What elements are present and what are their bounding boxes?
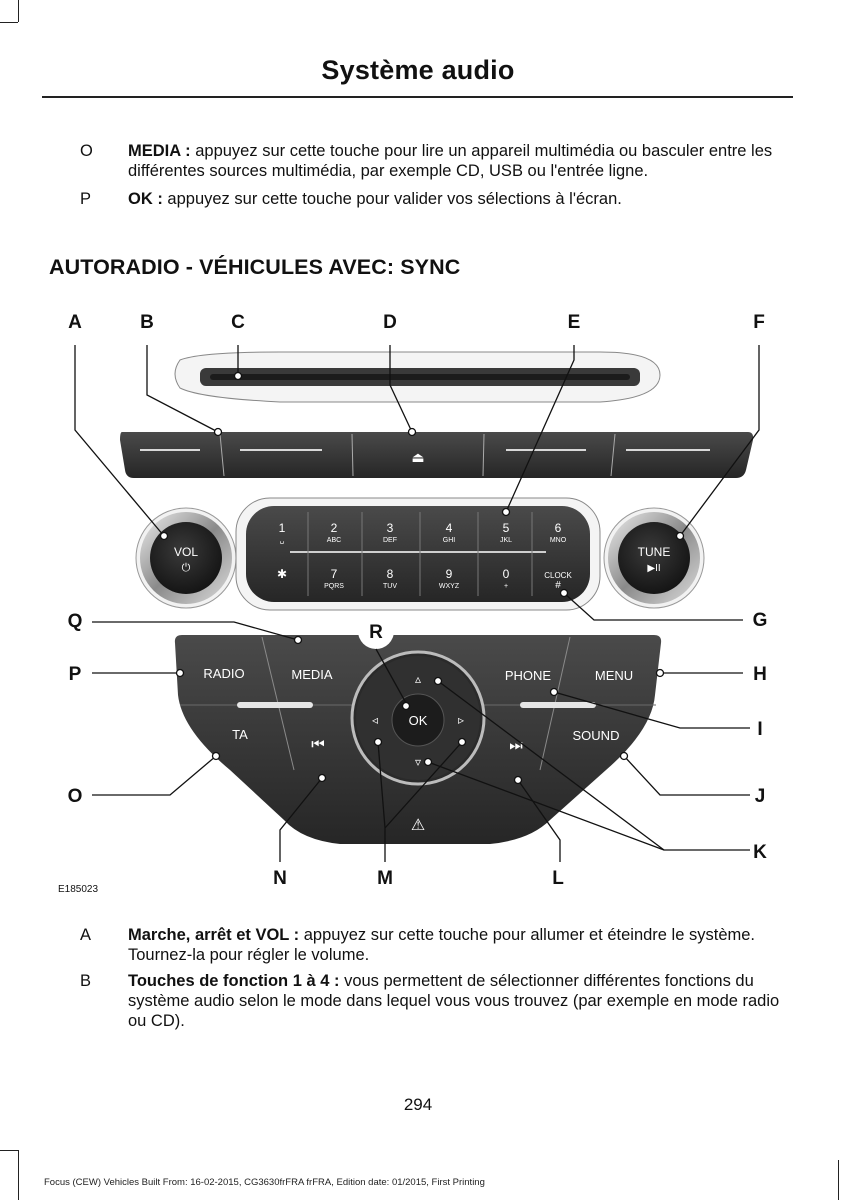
callout-q: Q	[68, 611, 83, 632]
audio-panel-figure: ⏏ VOL ⏻ TUNE ▶II 1␣2ABC3DEF4GHI5JKL6MNO✱…	[58, 312, 768, 895]
keypad-key-letters: DEF	[383, 537, 397, 544]
arrow-left-icon[interactable]: ◃	[372, 713, 378, 727]
definition-text: appuyez sur cette touche pour lire un ap…	[128, 142, 773, 180]
keypad-key-1[interactable]: 1	[279, 521, 286, 535]
keypad-key-7[interactable]: 7	[331, 567, 338, 581]
ok-button[interactable]: OK	[409, 713, 428, 728]
callout-r: R	[369, 622, 383, 643]
keypad-key-4[interactable]: 4	[446, 521, 453, 535]
definition-text: vous permettent de sélectionner différen…	[128, 972, 780, 1030]
definition-text: appuyez sur cette touche pour valider vo…	[162, 190, 622, 208]
callout-d: D	[383, 312, 397, 333]
keypad-key-letters: WXYZ	[439, 583, 460, 590]
hazard-icon[interactable]: ⚠	[411, 817, 425, 834]
tune-label: TUNE	[638, 545, 671, 559]
keypad-key-9[interactable]: 9	[446, 567, 453, 581]
keypad-key-letters: ␣	[280, 537, 284, 544]
arrow-right-icon[interactable]: ▹	[458, 713, 464, 727]
section-heading: AUTORADIO - VÉHICULES AVEC: SYNC	[49, 255, 461, 279]
phone-button[interactable]: PHONE	[505, 668, 552, 683]
definition-term: OK :	[128, 190, 163, 208]
crop-mark	[0, 1150, 18, 1151]
power-icon: ⏻	[182, 562, 191, 574]
radio-button[interactable]: RADIO	[203, 666, 244, 681]
keypad-key-letters: +	[504, 583, 508, 590]
keypad-key-star[interactable]: ✱	[277, 567, 287, 581]
definition-key: A	[80, 926, 92, 944]
callout-n: N	[273, 868, 287, 889]
title-rule	[42, 96, 793, 98]
callout-k: K	[753, 842, 767, 863]
vol-label: VOL	[174, 545, 198, 559]
definition-key: B	[80, 972, 92, 990]
keypad-key-6[interactable]: 6	[555, 521, 562, 535]
keypad-key-3[interactable]: 3	[387, 521, 394, 535]
control-cluster: RADIO MEDIA PHONE MENU TA SOUND ⏮ ⏭ OK ▵…	[174, 613, 662, 844]
crop-mark	[838, 1160, 839, 1200]
callout-b: B	[140, 312, 154, 333]
callout-o: O	[68, 786, 83, 807]
arrow-up-icon[interactable]: ▵	[415, 672, 421, 686]
crop-mark	[0, 22, 18, 23]
keypad-key-letters: JKL	[500, 537, 512, 544]
callout-j: J	[755, 786, 766, 807]
keypad-key-letters: GHI	[443, 537, 456, 544]
page-title: Système audio	[321, 55, 515, 85]
leader-lines	[74, 345, 760, 862]
keypad-key-0[interactable]: 0	[503, 567, 510, 581]
callout-l: L	[552, 868, 564, 889]
sound-button[interactable]: SOUND	[573, 728, 620, 743]
keypad-key-letters: ABC	[327, 537, 341, 544]
footer-text: Focus (CEW) Vehicles Built From: 16-02-2…	[44, 1177, 485, 1188]
callout-p: P	[69, 664, 82, 685]
definition-term: Marche, arrêt et VOL :	[128, 926, 300, 944]
definition-term: Touches de fonction 1 à 4 :	[128, 972, 340, 990]
vol-knob[interactable]: VOL ⏻	[135, 507, 237, 609]
page-number: 294	[403, 1095, 433, 1114]
eject-icon[interactable]: ⏏	[411, 449, 424, 465]
keypad-key-5[interactable]: 5	[503, 521, 510, 535]
callout-h: H	[753, 664, 767, 685]
callout-g: G	[753, 610, 768, 631]
keypad-key-2[interactable]: 2	[331, 521, 338, 535]
cd-slot[interactable]	[174, 351, 661, 403]
keypad-key-clock[interactable]: CLOCK	[544, 571, 572, 580]
next-icon[interactable]: ⏭	[509, 737, 523, 754]
crop-mark	[18, 1150, 19, 1200]
definition-term: MEDIA :	[128, 142, 191, 160]
keypad-key-letters: TUV	[383, 583, 397, 590]
keypad-key-letters: PQRS	[324, 583, 344, 590]
media-button[interactable]: MEDIA	[291, 667, 333, 682]
function-keys-bar: ⏏	[120, 432, 754, 478]
play-pause-icon: ▶II	[647, 563, 660, 574]
keypad-key-letters: MNO	[550, 537, 567, 544]
callout-m: M	[377, 868, 393, 889]
callout-e: E	[568, 312, 581, 333]
callout-c: C	[231, 312, 245, 333]
callout-a: A	[68, 312, 82, 333]
figure-id: E185023	[58, 884, 98, 895]
definition-key: O	[80, 142, 93, 160]
keypad-key-8[interactable]: 8	[387, 567, 394, 581]
keypad-key-letters: #	[555, 580, 561, 591]
ta-button[interactable]: TA	[232, 727, 248, 742]
arrow-down-icon[interactable]: ▿	[415, 755, 421, 769]
definition-key: P	[80, 190, 92, 208]
crop-mark	[18, 0, 19, 22]
menu-button[interactable]: MENU	[595, 668, 633, 683]
previous-icon[interactable]: ⏮	[311, 736, 325, 753]
callout-i: I	[757, 719, 762, 740]
callout-letters: A B C D E F G H I J K L M N O P Q R	[68, 312, 768, 889]
callout-f: F	[753, 312, 765, 333]
definition-text: appuyez sur cette touche pour allumer et…	[128, 926, 756, 964]
